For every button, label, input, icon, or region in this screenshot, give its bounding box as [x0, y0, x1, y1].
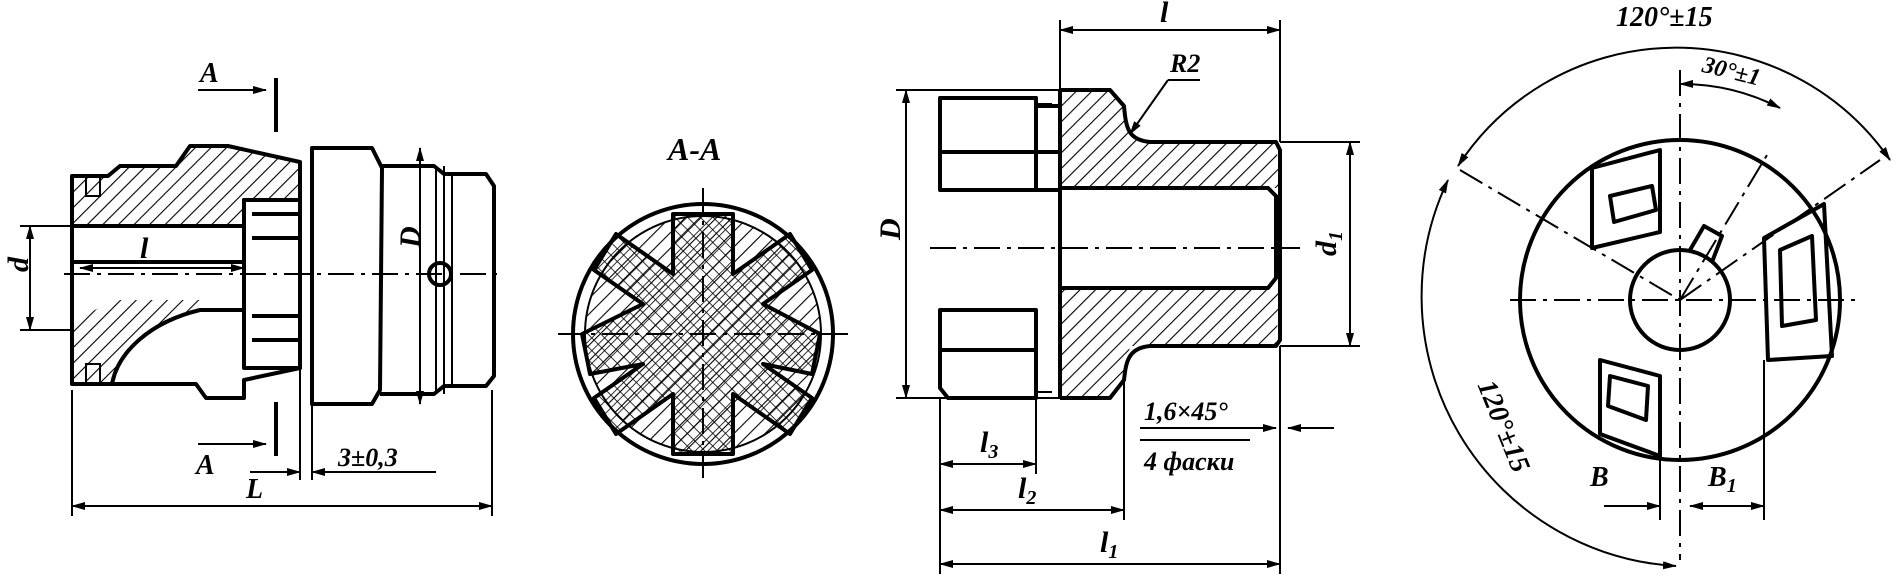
- end-label-B1: B1: [1707, 462, 1737, 497]
- hub-label-R: R2: [1169, 49, 1200, 78]
- end-label-B: B: [1589, 462, 1609, 493]
- dim-hub-radius-arrow: [1129, 79, 1169, 135]
- left-assembly-view: A A l d D L 3±0,3: [2, 58, 500, 516]
- hub-outer-outline: [1060, 88, 1282, 400]
- end-arc-top: [1457, 46, 1891, 167]
- hub-label-D: D: [874, 218, 907, 241]
- section-letter-bottom: A: [194, 450, 215, 481]
- end-axis-diag-b: [1679, 159, 1881, 301]
- end-label-angle-left: 120°±15: [1471, 376, 1536, 477]
- hub-label-chamfer: 1,6×45°: [1144, 397, 1228, 426]
- hub-label-l1: l1: [1100, 526, 1118, 563]
- hub-label-d1: d1: [1310, 231, 1347, 256]
- left-label-l: l: [140, 232, 149, 265]
- hub-section-top: [1060, 90, 1280, 188]
- left-hub-groove: [85, 176, 101, 384]
- left-hub-bore: [70, 226, 244, 385]
- section-letter-top: A: [198, 58, 219, 89]
- hub-label-l3: l3: [980, 426, 998, 463]
- left-label-tolerance: 3±0,3: [337, 443, 398, 472]
- hub-part-view: l R2 D d1 l3 l2 l1 1,6×45° 4 фаски: [874, 0, 1360, 574]
- hub-section-bottom: [1060, 288, 1280, 398]
- hub-jaw-bottom-block: [938, 308, 1038, 400]
- right-hub-shaft: [380, 164, 496, 396]
- end-arc-small: [1679, 79, 1781, 109]
- end-view: 120°±15 30°±1 120°±15 B B1: [1420, 2, 1891, 570]
- section-a-a-view: A-A: [558, 131, 848, 478]
- end-label-angle-top: 120°±15: [1616, 2, 1713, 33]
- hub-jaw-top-block: [938, 96, 1038, 192]
- elastic-star-outline: [580, 212, 822, 456]
- hub-label-l: l: [1160, 0, 1169, 29]
- end-axis-diag-c: [1679, 149, 1771, 301]
- end-view-keyway: [1688, 224, 1724, 263]
- left-label-D: D: [394, 226, 427, 249]
- left-label-L: L: [245, 474, 263, 505]
- left-jaw-block: [242, 198, 302, 370]
- hub-bore: [1060, 186, 1278, 290]
- hub-label-chamfer-note: 4 фаски: [1143, 447, 1234, 476]
- hub-jaw-chamfer: [1036, 103, 1052, 393]
- right-hub-rings: [435, 166, 453, 394]
- section-title: A-A: [666, 131, 721, 167]
- hub-label-l2: l2: [1018, 472, 1036, 509]
- end-arc-left: [1420, 179, 1677, 570]
- left-label-d: d: [2, 256, 35, 272]
- left-hub-outline: [70, 144, 302, 228]
- right-hub-outline: [310, 146, 384, 406]
- end-view-jaw-top: [1590, 148, 1662, 250]
